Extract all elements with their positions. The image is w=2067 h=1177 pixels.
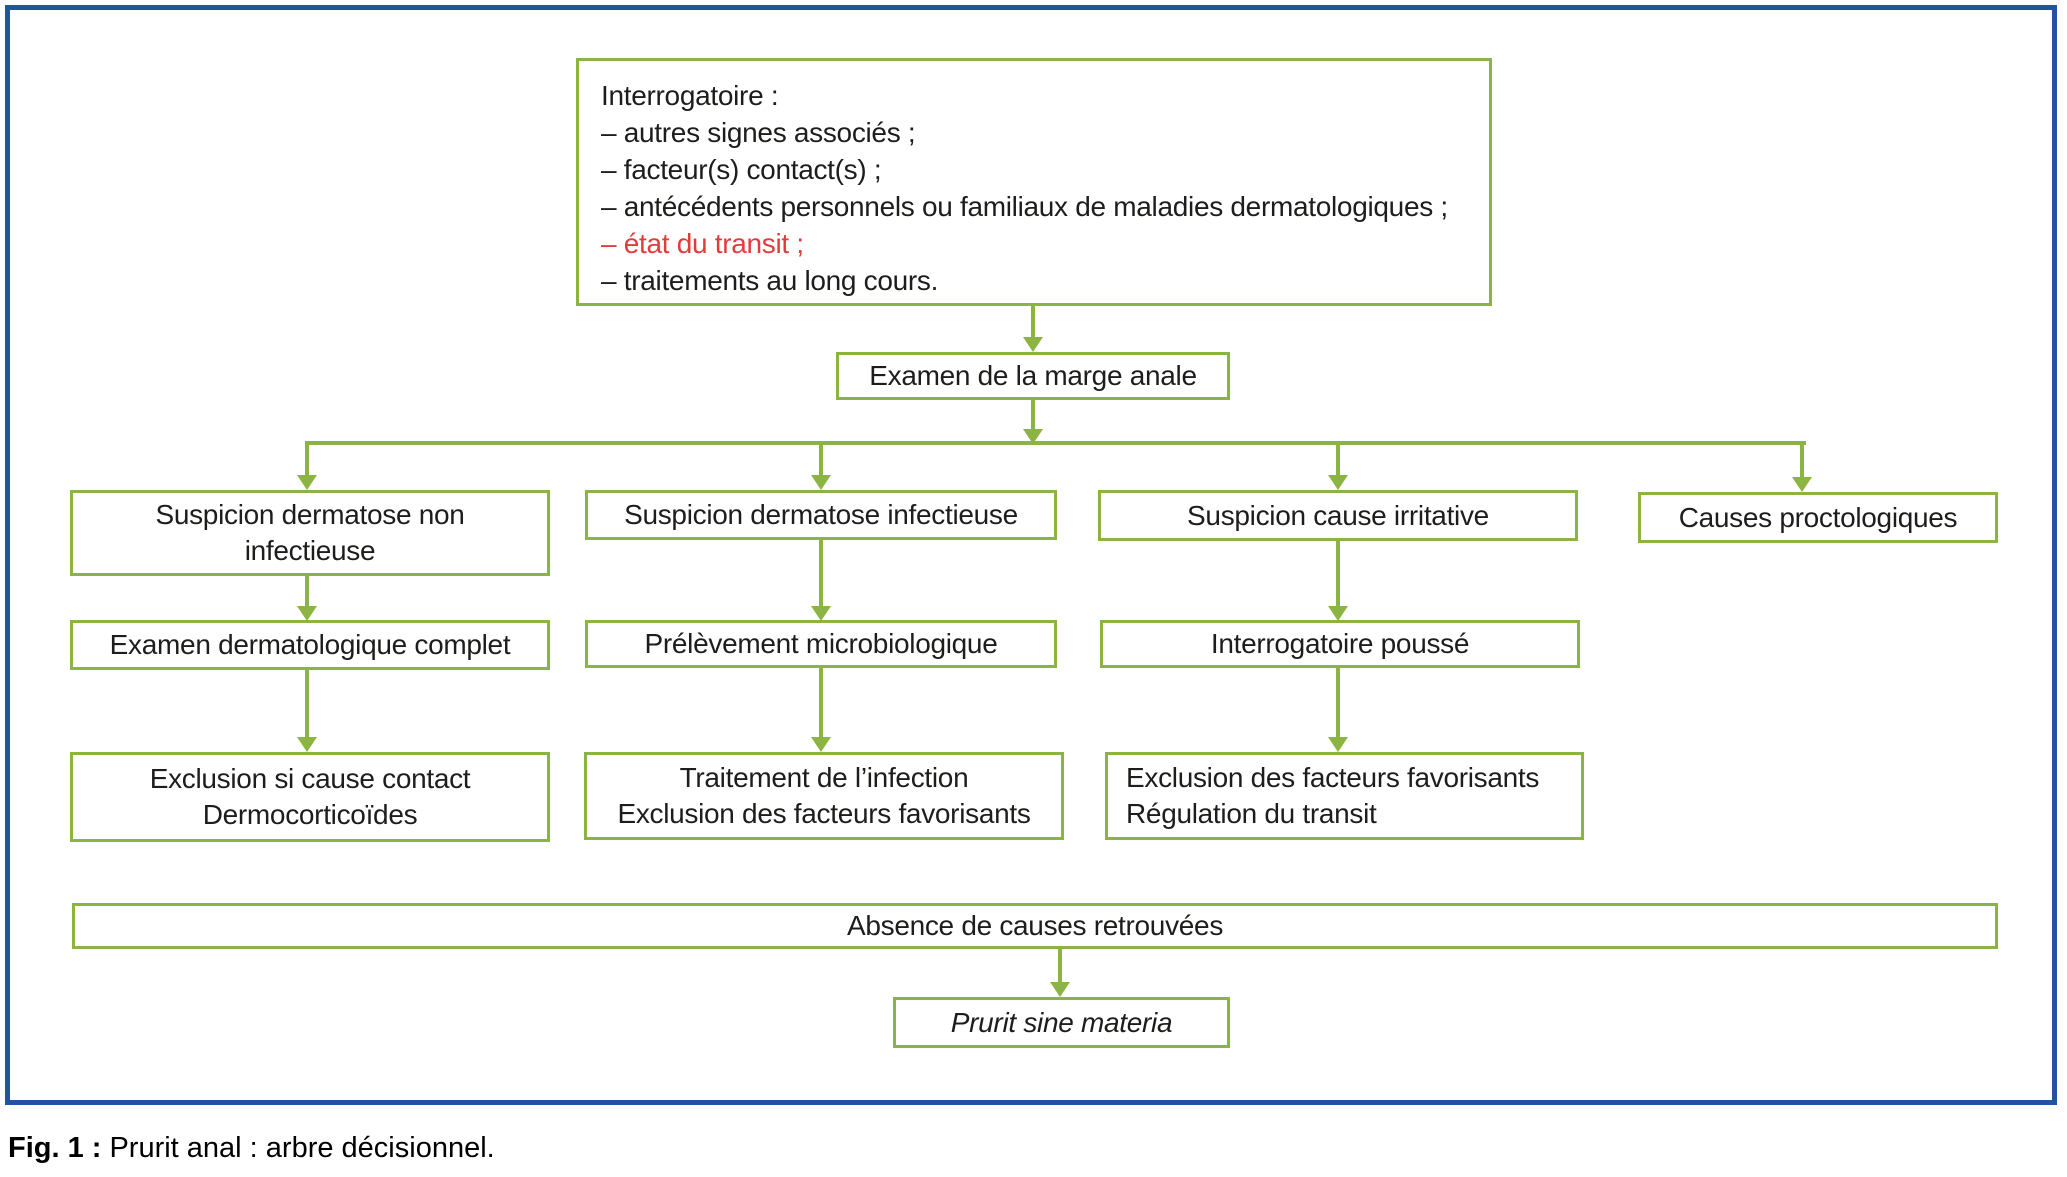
node-exclusion-facteurs-favorisants: Exclusion des facteurs favorisants Régul… <box>1105 752 1584 840</box>
arrow-down-col1-row3 <box>297 737 317 752</box>
connector-col2-row2-row3 <box>819 668 823 738</box>
connector-branch1-drop <box>305 441 309 476</box>
figure-caption: Fig. 1 :Prurit anal : arbre décisionnel. <box>8 1132 495 1165</box>
node-examen-dermatologique-complet: Examen dermatologique complet <box>70 620 550 670</box>
node-traitement-infection: Traitement de l’infection Exclusion des … <box>584 752 1064 840</box>
arrow-down-col1-row2 <box>297 606 317 621</box>
figure-caption-text: Prurit anal : arbre décisionnel. <box>109 1132 495 1164</box>
interrogatoire-item-5: – traitements au long cours. <box>601 265 939 296</box>
node-causes-proctologiques: Causes proctologiques <box>1638 492 1998 543</box>
node-interrogatoire-pousse: Interrogatoire poussé <box>1100 620 1580 668</box>
connector-branch3-drop <box>1336 445 1340 476</box>
interrogatoire-item-2: – facteur(s) contact(s) ; <box>601 154 882 185</box>
connector-absence-prurit-line <box>1058 949 1062 983</box>
connector-col3-row1-row2 <box>1336 541 1340 607</box>
connector-col1-row2-row3 <box>305 670 309 738</box>
interrogatoire-item-3: – antécédents personnels ou familiaux de… <box>601 191 1448 222</box>
connector-col1-row1-row2 <box>305 576 309 607</box>
connector-interrogatoire-examen-line <box>1031 306 1035 338</box>
arrow-down-absence-prurit <box>1050 982 1070 997</box>
connector-examen-branchline-line <box>1031 400 1035 430</box>
node-absence-causes: Absence de causes retrouvées <box>72 903 1998 949</box>
node-interrogatoire: Interrogatoire : – autres signes associé… <box>576 58 1492 306</box>
connector-branch4-drop <box>1800 441 1804 478</box>
connector-col3-row2-row3 <box>1336 668 1340 738</box>
figure-caption-label: Fig. 1 : <box>8 1132 102 1164</box>
interrogatoire-item-4-highlighted: – état du transit ; <box>601 228 804 259</box>
arrow-down-branch4 <box>1792 477 1812 492</box>
connector-branch2-drop <box>819 445 823 476</box>
node-suspicion-cause-irritative: Suspicion cause irritative <box>1098 490 1578 541</box>
arrow-down-examen-branchline <box>1023 429 1043 444</box>
node-suspicion-dermatose-non-infectieuse: Suspicion dermatose non infectieuse <box>70 490 550 576</box>
interrogatoire-item-1: – autres signes associés ; <box>601 117 916 148</box>
arrow-down-branch3 <box>1328 475 1348 490</box>
arrow-down-col2-row2 <box>811 606 831 621</box>
node-prelevement-microbiologique: Prélèvement microbiologique <box>585 620 1057 668</box>
arrow-down-branch2 <box>811 475 831 490</box>
arrow-down-col3-row2 <box>1328 606 1348 621</box>
node-suspicion-dermatose-infectieuse: Suspicion dermatose infectieuse <box>585 490 1057 540</box>
arrow-down-col2-row3 <box>811 737 831 752</box>
interrogatoire-title: Interrogatoire : <box>601 80 779 111</box>
node-exclusion-cause-contact: Exclusion si cause contact Dermocorticoï… <box>70 752 550 842</box>
arrow-down-branch1 <box>297 475 317 490</box>
node-examen-marge-anale: Examen de la marge anale <box>836 352 1230 400</box>
node-prurit-sine-materia: Prurit sine materia <box>893 997 1230 1048</box>
arrow-down-interrogatoire-examen <box>1023 337 1043 352</box>
connector-branch-horizontal-line <box>305 441 1806 445</box>
connector-col2-row1-row2 <box>819 540 823 607</box>
arrow-down-col3-row3 <box>1328 737 1348 752</box>
